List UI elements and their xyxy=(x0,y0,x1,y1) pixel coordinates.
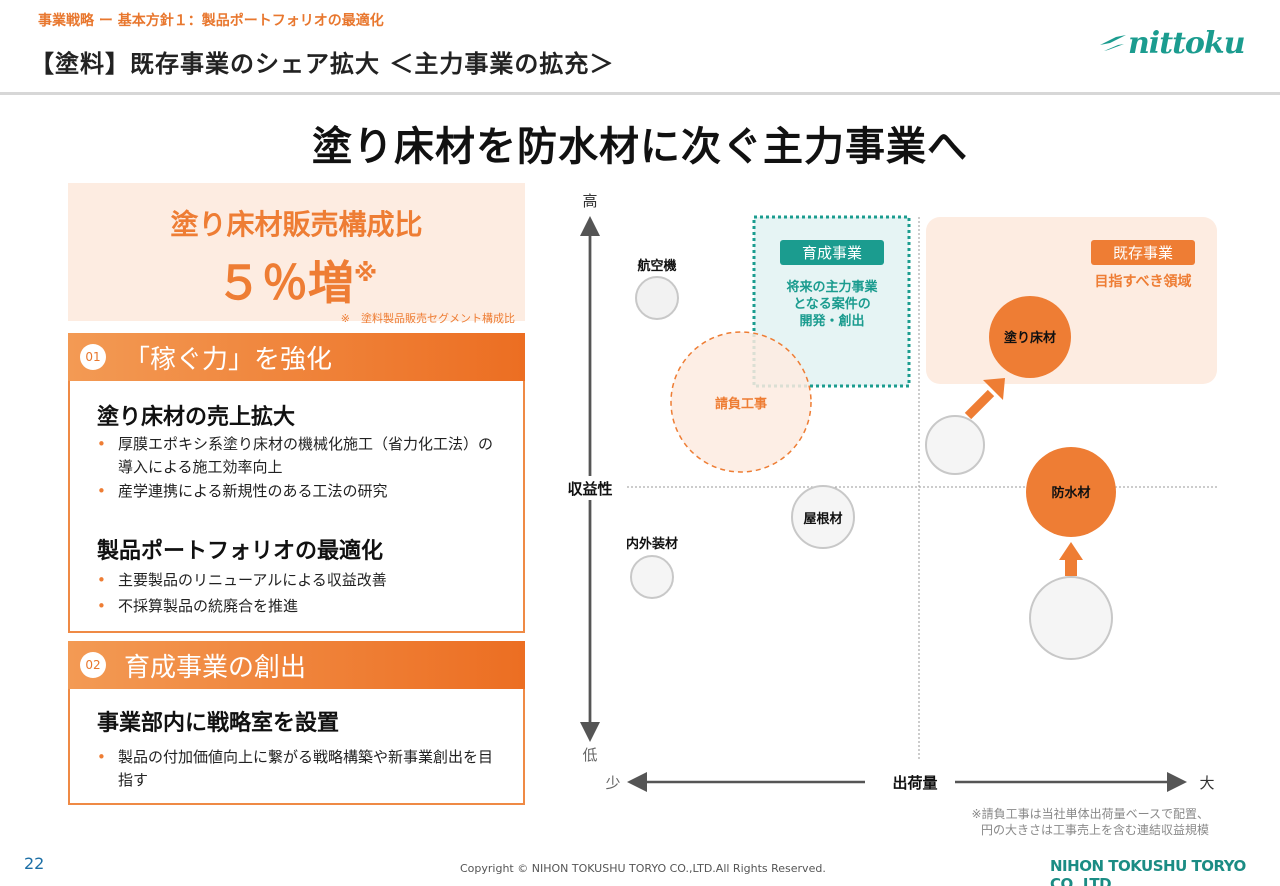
y-axis-label-bg xyxy=(561,476,617,500)
chart-footnote-1: ※請負工事は当社単体出荷量ベースで配置、 xyxy=(972,806,1209,821)
company-logo: nittoku xyxy=(1098,26,1246,61)
ratio-value-mark: ※ xyxy=(353,259,378,287)
block-title-portfolio: 製品ポートフォリオの最適化 xyxy=(97,539,384,564)
bubble-waterproof xyxy=(1026,447,1116,537)
bullet-item: •主要製品のリニューアルによる収益改善 xyxy=(97,569,507,592)
growth-zone-desc-3: 開発・創出 xyxy=(799,313,864,329)
page-number: 22 xyxy=(24,854,45,873)
ratio-note: ※ 塗料製品販売セグメント構成比 xyxy=(340,312,515,325)
main-headline: 塗り床材を防水材に次ぐ主力事業へ xyxy=(312,124,968,170)
bullet-item: •製品の付加価値向上に繋がる戦略構築や新事業創出を目指す xyxy=(97,748,494,789)
bullet-item: •不採算製品の統廃合を推進 xyxy=(97,595,507,618)
bubble-floor-material xyxy=(989,296,1071,378)
bubble-label-contract: 請負工事 xyxy=(715,396,767,412)
y-axis-label: 収益性 xyxy=(567,480,612,498)
company-name: NIHON TOKUSHU TORYO CO.,LTD. xyxy=(1050,857,1246,886)
arrow-floor-growth-icon xyxy=(964,378,1005,420)
bubble-label-exterior: 内外装材 xyxy=(626,536,678,552)
header-subtitle: 事業戦略 ー 基本方針１：製品ポートフォリオの最適化 xyxy=(38,13,384,29)
section-02-header: 02 育成事業の創出 xyxy=(68,641,525,689)
bullet-dot-icon: • xyxy=(97,435,106,453)
bubble-label-aircraft: 航空機 xyxy=(637,258,676,274)
page-title: 【塗料】既存事業のシェア拡大 ＜主力事業の拡充＞ xyxy=(30,50,615,78)
logo-mark-icon xyxy=(1100,34,1126,51)
bullet-item: •産学連携による新規性のある工法の研究 xyxy=(97,480,507,503)
section-01-header: 01 「稼ぐ力」を強化 xyxy=(68,333,525,381)
bullet-dot-icon: • xyxy=(97,597,106,615)
bubble-floor-previous xyxy=(925,415,985,475)
bubble-aircraft xyxy=(635,276,679,320)
x-axis-high: 大 xyxy=(1199,774,1214,792)
ratio-value-text: ５％増 xyxy=(215,256,354,310)
header-divider xyxy=(0,92,1280,95)
section-01-body: 塗り床材の売上拡大 •厚膜エポキシ系塗り床材の機械化施工（省力化工法）の導入によ… xyxy=(68,381,525,633)
section-01-number: 01 xyxy=(80,344,106,370)
bubble-label-waterproof: 防水材 xyxy=(1051,485,1090,501)
existing-zone-desc: 目指すべき領域 xyxy=(1094,273,1191,290)
ratio-title: 塗り床材販売構成比 xyxy=(170,208,423,241)
growth-zone-desc-1: 将来の主力事業 xyxy=(786,279,878,295)
bullet-dot-icon: • xyxy=(97,482,106,500)
chart-footnote-2: 円の大きさは工事売上を含む連結収益規模 xyxy=(981,822,1209,837)
growth-zone-desc-2: となる案件の xyxy=(793,296,871,312)
bubble-exterior xyxy=(630,555,674,599)
growth-zone-badge xyxy=(780,240,884,265)
section-01-label: 「稼ぐ力」を強化 xyxy=(124,344,333,375)
section-02-body: 事業部内に戦略室を設置 •製品の付加価値向上に繋がる戦略構築や新事業創出を目指す xyxy=(68,689,525,805)
bullet-dot-icon: • xyxy=(97,748,106,766)
x-axis-low: 少 xyxy=(605,774,620,792)
y-axis-high: 高 xyxy=(582,192,597,210)
block-title-floor-sales: 塗り床材の売上拡大 xyxy=(97,405,296,430)
bubble-label-roof: 屋根材 xyxy=(803,511,842,527)
block-title-strategy-room: 事業部内に戦略室を設置 xyxy=(97,711,340,736)
ratio-value: ５％増※ xyxy=(68,247,525,313)
existing-zone-badge xyxy=(1091,240,1195,265)
section-02-label: 育成事業の創出 xyxy=(124,652,307,683)
bubble-waterproof-previous xyxy=(1029,576,1113,660)
bullet-item: •厚膜エポキシ系塗り床材の機械化施工（省力化工法）の導入による施工効率向上 xyxy=(97,435,494,476)
bubble-roof xyxy=(791,485,855,549)
section-02-number: 02 xyxy=(80,652,106,678)
portfolio-bubble-chart: 既存事業 目指すべき領域 育成事業 将来の主力事業 となる案件の 開発・創出 高… xyxy=(561,192,1217,837)
y-axis-low: 低 xyxy=(582,746,597,764)
logo-text: nittoku xyxy=(1128,26,1246,61)
existing-zone-label: 既存事業 xyxy=(1113,244,1173,262)
sales-ratio-box: 塗り床材販売構成比 ５％増※ ※ 塗料製品販売セグメント構成比 xyxy=(68,183,525,325)
bubble-contract-work xyxy=(670,331,812,473)
x-axis-label: 出荷量 xyxy=(892,774,937,792)
copyright: Copyright © NIHON TOKUSHU TORYO CO.,LTD.… xyxy=(460,862,826,875)
growth-zone-label: 育成事業 xyxy=(802,244,862,262)
bubble-label-floor: 塗り床材 xyxy=(1004,330,1056,346)
arrow-waterproof-growth-icon xyxy=(1059,542,1083,576)
bullet-dot-icon: • xyxy=(97,571,106,589)
